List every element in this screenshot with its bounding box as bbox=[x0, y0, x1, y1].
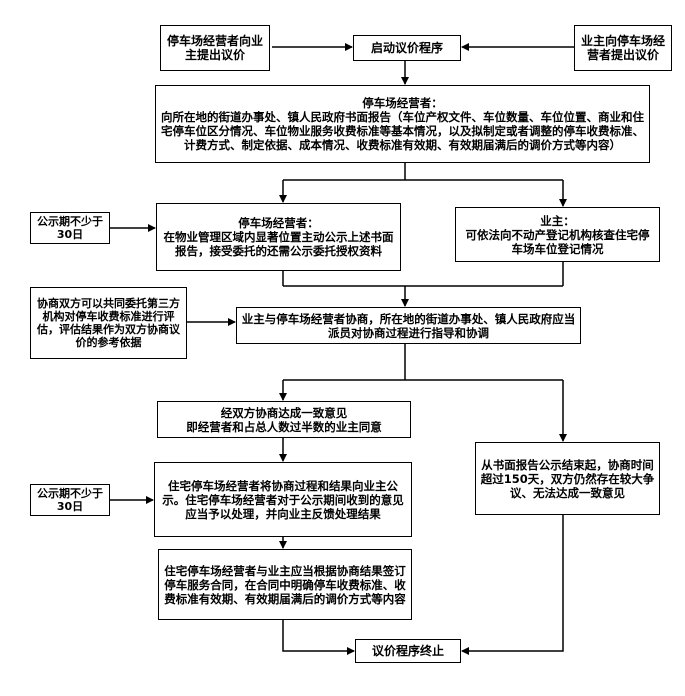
owner-propose-text: 业主向停车场经营者提出议价 bbox=[580, 34, 665, 62]
agree-box: 经双方协商达成一致意见 即经营者和占总人数过半数的业主同意 bbox=[157, 401, 411, 438]
arrow-no-agree-to-end bbox=[461, 515, 564, 655]
negotiate-text: 业主与停车场经营者协商，所在地的街道办事处、镇人民政府应当派员对协商过程进行指导… bbox=[241, 311, 576, 340]
arrow-contract-to-end bbox=[282, 620, 355, 655]
owner-check-title: 业主： bbox=[540, 213, 575, 228]
publicity-text-2: 公示期不少于30日 bbox=[37, 487, 103, 513]
publicity-text-1: 公示期不少于30日 bbox=[37, 215, 103, 241]
no-agree-box: 从书面报告公示结束起，协商时间超过150天，双方仍然存在较大争议、无法达成一致意… bbox=[475, 442, 660, 515]
report-body: 向所在地的街道办事处、镇人民政府书面报告（车位产权文件、车位数量、车位位置、商业… bbox=[161, 110, 644, 152]
result-publicize-box: 住宅停车场经营者将协商过程和结果向业主公示。住宅停车场经营者对于公示期间收到的意… bbox=[154, 462, 412, 537]
owner-propose-box: 业主向停车场经营者提出议价 bbox=[574, 25, 672, 71]
report-box: 停车场经营者： 向所在地的街道办事处、镇人民政府书面报告（车位产权文件、车位数量… bbox=[155, 85, 650, 163]
start-box: 启动议价程序 bbox=[353, 35, 461, 61]
no-agree-text: 从书面报告公示结束起，协商时间超过150天，双方仍然存在较大争议、无法达成一致意… bbox=[480, 457, 655, 500]
negotiate-box: 业主与停车场经营者协商，所在地的街道办事处、镇人民政府应当派员对协商过程进行指导… bbox=[236, 307, 581, 344]
publicity-box-1: 公示期不少于30日 bbox=[30, 212, 110, 244]
contract-text: 住宅停车场经营者与业主应当根据协商结果签订停车服务合同，在合同中明确停车收费标准… bbox=[164, 563, 406, 606]
owner-check-box: 业主： 可依法向不动产登记机构核查住宅停车场车位登记情况 bbox=[455, 207, 660, 262]
report-title: 停车场经营者： bbox=[362, 96, 443, 110]
owner-check-body: 可依法向不动产登记机构核查住宅停车场车位登记情况 bbox=[465, 227, 650, 256]
third-party-text: 协商双方可以共同委托第三方机构对停车收费标准进行评估，评估结果作为双方协商议价的… bbox=[37, 297, 180, 349]
end-text: 议价程序终止 bbox=[371, 644, 444, 658]
result-publicize-text: 住宅停车场经营者将协商过程和结果向业主公示。住宅停车场经营者对于公示期间收到的意… bbox=[162, 478, 404, 521]
end-box: 议价程序终止 bbox=[355, 639, 461, 663]
third-party-box: 协商双方可以共同委托第三方机构对停车收费标准进行评估，评估结果作为双方协商议价的… bbox=[30, 287, 187, 359]
start-text: 启动议价程序 bbox=[370, 41, 443, 55]
operator-publicize-box: 停车场经营者： 在物业管理区域内显著位置主动公示上述书面报告，接受委托的还需公示… bbox=[156, 203, 401, 271]
operator-propose-box: 停车场经营者向业主提出议价 bbox=[160, 25, 270, 71]
operator-publicize-body: 在物业管理区域内显著位置主动公示上述书面报告，接受委托的还需公示委托授权资料 bbox=[163, 230, 394, 258]
contract-box: 住宅停车场经营者与业主应当根据协商结果签订停车服务合同，在合同中明确停车收费标准… bbox=[158, 549, 412, 620]
operator-propose-text: 停车场经营者向业主提出议价 bbox=[166, 34, 263, 62]
publicity-box-2: 公示期不少于30日 bbox=[30, 484, 110, 516]
agree-text: 经双方协商达成一致意见 即经营者和占总人数过半数的业主同意 bbox=[186, 405, 382, 434]
operator-publicize-title: 停车场经营者： bbox=[238, 216, 319, 230]
